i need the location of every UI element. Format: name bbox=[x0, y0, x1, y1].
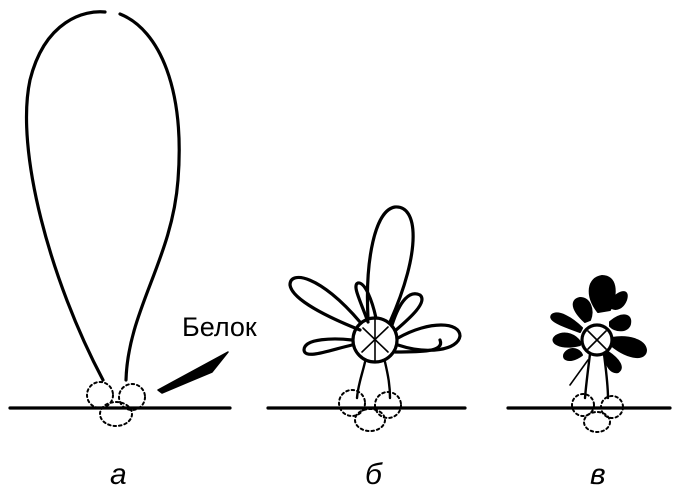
protein-label: Белок bbox=[182, 312, 257, 343]
panel-a bbox=[10, 12, 230, 426]
core-b-spokes bbox=[362, 319, 388, 361]
protein-complex-b bbox=[339, 390, 401, 431]
loop-b-left bbox=[304, 339, 352, 354]
panel-label-c: в bbox=[590, 458, 606, 492]
panel-label-b: б bbox=[365, 458, 382, 492]
loop-b-right bbox=[398, 325, 460, 350]
loop-b-upper-right bbox=[392, 294, 422, 330]
loop-b-top bbox=[367, 207, 413, 322]
stem-c bbox=[570, 354, 608, 398]
protein-complex-c bbox=[572, 394, 623, 432]
protein-complex-a bbox=[87, 382, 145, 426]
loop-b-upper-left bbox=[290, 277, 360, 330]
panel-c bbox=[508, 276, 670, 432]
dna-loop-a bbox=[27, 12, 180, 380]
panel-b bbox=[268, 207, 465, 431]
protein-pointer-arrow bbox=[158, 352, 228, 393]
panel-label-a: а bbox=[110, 458, 127, 492]
